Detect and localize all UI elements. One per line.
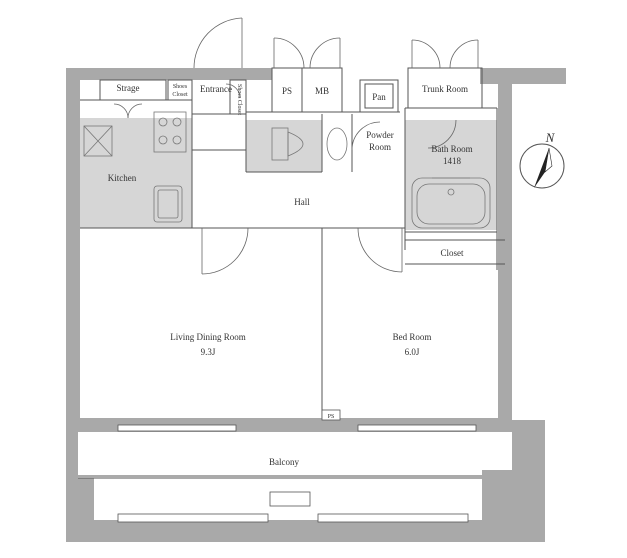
doors	[113, 17, 479, 275]
room-labels: Strage Shoes Closet Entrance Shoes Close…	[108, 83, 473, 467]
label-bed-size: 6.0J	[405, 347, 420, 357]
label-powder-room-1: Powder	[366, 130, 394, 140]
label-bed: Bed Room	[393, 332, 432, 342]
label-shoes-closet-side: Shoes Closet	[236, 84, 242, 116]
label-living: Living Dining Room	[170, 332, 246, 342]
label-entrance: Entrance	[200, 84, 232, 94]
label-mb: MB	[315, 86, 329, 96]
label-shoes-closet-top-2: Closet	[172, 92, 188, 98]
label-shoes-closet-top-1: Shoes	[173, 84, 188, 90]
label-strage: Strage	[117, 83, 140, 93]
wet-areas	[80, 118, 497, 230]
label-ps-bottom: PS	[328, 414, 335, 420]
label-trunk-room: Trunk Room	[422, 84, 468, 94]
label-bath-room: Bath Room	[431, 144, 472, 154]
label-pan: Pan	[372, 92, 386, 102]
compass-label: N	[545, 130, 556, 145]
north-compass: N	[519, 130, 565, 189]
fixtures	[83, 111, 491, 229]
label-powder-room-2: Room	[369, 142, 391, 152]
label-closet: Closet	[440, 248, 464, 258]
label-kitchen: Kitchen	[108, 173, 137, 183]
label-bath-size: 1418	[443, 156, 462, 166]
label-living-size: 9.3J	[201, 347, 216, 357]
label-balcony: Balcony	[269, 457, 299, 467]
windows	[117, 409, 477, 523]
interior-lines	[78, 67, 505, 479]
label-hall: Hall	[294, 197, 310, 207]
label-ps-top: PS	[282, 86, 292, 96]
